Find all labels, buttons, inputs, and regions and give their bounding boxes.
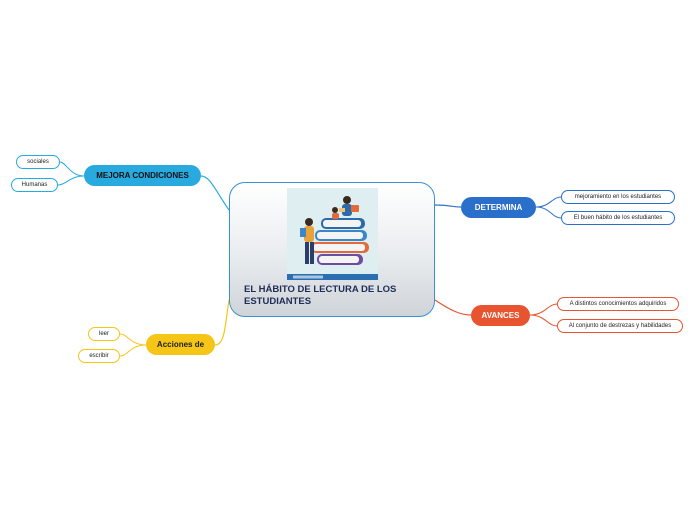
central-topic[interactable]: EL HÁBITO DE LECTURA DE LOS ESTUDIANTES xyxy=(229,182,435,317)
topic-mejora-condiciones[interactable]: MEJORA CONDICIONES xyxy=(84,165,201,186)
subtopic-sociales[interactable]: sociales xyxy=(16,155,60,169)
topic-mejora-condiciones-label: MEJORA CONDICIONES xyxy=(96,171,189,180)
subtopic-conocimientos[interactable]: A distintos conocimientos adquiridos xyxy=(557,297,679,311)
subtopic-destrezas-label: Al conjunto de destrezas y habilidades xyxy=(568,323,672,329)
books-illustration xyxy=(287,188,378,280)
subtopic-leer[interactable]: leer xyxy=(88,327,120,341)
subtopic-escribir[interactable]: escribir xyxy=(78,349,120,363)
subtopic-buen-habito-label: El buen hábito de los estudiantes xyxy=(573,215,663,221)
topic-avances-label: AVANCES xyxy=(481,311,520,320)
topic-determina[interactable]: DETERMINA xyxy=(461,197,536,218)
topic-acciones-de[interactable]: Acciones de xyxy=(146,334,215,355)
subtopic-sociales-label: sociales xyxy=(27,159,49,165)
subtopic-mejoramiento-label: mejoramiento en los estudiantes xyxy=(574,194,662,200)
subtopic-escribir-label: escribir xyxy=(89,353,109,359)
topic-acciones-de-label: Acciones de xyxy=(156,340,205,349)
subtopic-mejoramiento[interactable]: mejoramiento en los estudiantes xyxy=(561,190,675,204)
subtopic-humanas[interactable]: Humanas xyxy=(11,178,58,192)
subtopic-conocimientos-label: A distintos conocimientos adquiridos xyxy=(569,301,667,307)
topic-determina-label: DETERMINA xyxy=(474,203,523,212)
topic-avances[interactable]: AVANCES xyxy=(471,305,530,326)
subtopic-destrezas[interactable]: Al conjunto de destrezas y habilidades xyxy=(557,319,683,333)
subtopic-buen-habito[interactable]: El buen hábito de los estudiantes xyxy=(561,211,675,225)
subtopic-humanas-label: Humanas xyxy=(21,182,48,188)
central-topic-title: EL HÁBITO DE LECTURA DE LOS ESTUDIANTES xyxy=(244,284,397,307)
subtopic-leer-label: leer xyxy=(98,331,109,337)
